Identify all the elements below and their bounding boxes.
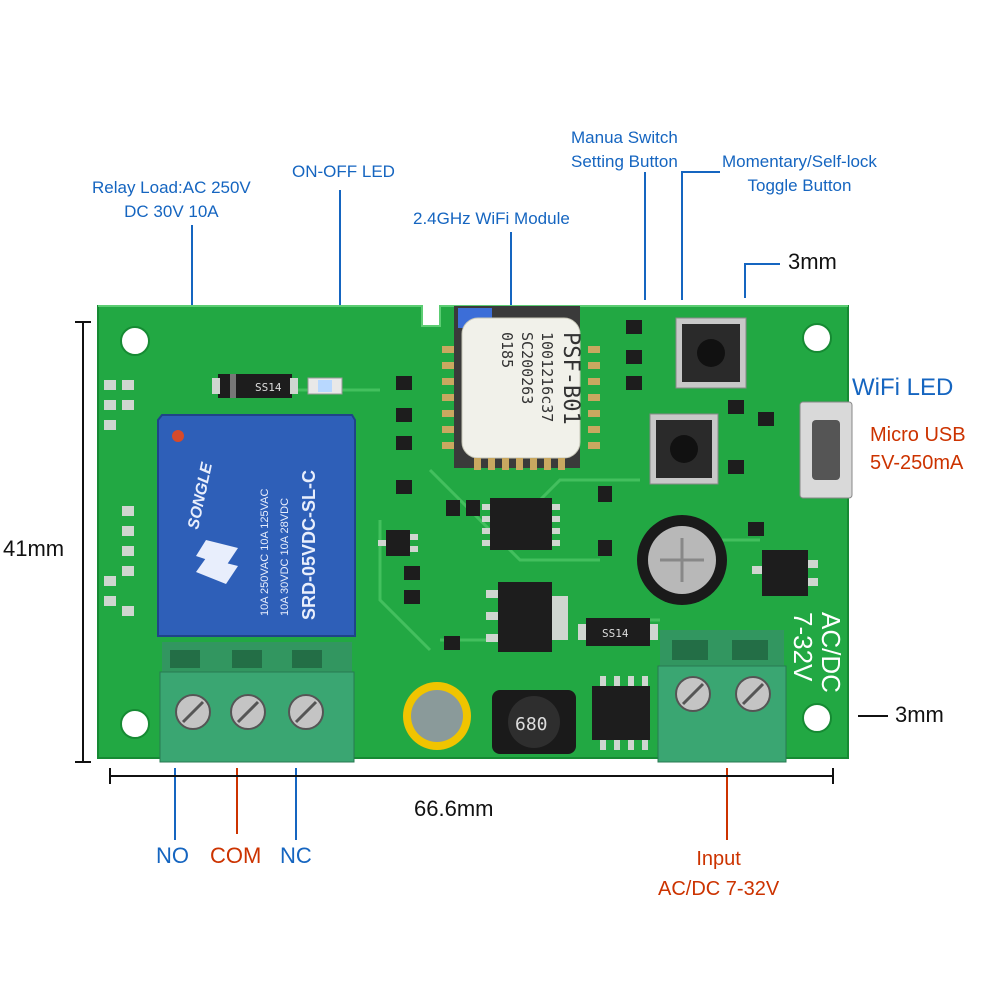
relay-output-terminal — [159, 642, 355, 763]
input-terminal — [657, 630, 787, 763]
label-manual-switch: Manua Switch Setting Button — [571, 128, 678, 171]
capacitor-small — [403, 682, 471, 750]
module-marking-line4: 0185 — [498, 332, 516, 368]
diode-ss14-bottom: SS14 — [578, 618, 658, 646]
mounting-hole — [802, 323, 832, 353]
smd-components — [396, 320, 774, 650]
module-marking-line1: PSF-B01 — [558, 332, 583, 425]
label-input: Input AC/DC 7-32V — [658, 848, 780, 900]
manual-switch-setting-button[interactable] — [675, 317, 747, 389]
leader-toggle-button — [681, 171, 720, 300]
inductor: 680 — [492, 690, 576, 754]
on-off-led — [307, 377, 343, 395]
mounting-hole — [802, 703, 832, 733]
relay: SONGLE SRD-05VDC-SL-C 10A 250VAC 10A 125… — [157, 414, 356, 637]
label-wifi-led: WiFi LED — [852, 374, 954, 401]
silkscreen-input-range: AC/DC 7-32V — [788, 612, 846, 693]
mounting-hole — [120, 709, 150, 739]
voltage-regulator — [486, 582, 568, 652]
label-wifi-module: 2.4GHz WiFi Module — [413, 209, 570, 228]
label-nc: NC — [280, 843, 312, 868]
label-3mm-right: 3mm — [895, 702, 944, 727]
silkscreen-line2: 7-32V — [788, 612, 818, 682]
diode-marking: SS14 — [255, 381, 282, 394]
silkscreen-line1: AC/DC — [816, 612, 846, 693]
label-3mm-top: 3mm — [788, 249, 837, 274]
wifi-module: PSF-B01 1001216c37 SC200263 0185 — [442, 306, 600, 470]
leader-3mm-top — [744, 263, 780, 298]
label-no: NO — [156, 843, 189, 868]
transistor — [378, 530, 418, 556]
relay-rating-b: 10A 30VDC 10A 28VDC — [279, 498, 291, 616]
relay-model: SRD-05VDC-SL-C — [299, 470, 319, 620]
inductor-marking: 680 — [515, 714, 548, 735]
ic-chip — [482, 498, 560, 550]
module-marking-line3: SC200263 — [518, 332, 536, 404]
relay-rating-a: 10A 250VAC 10A 125VAC — [259, 489, 271, 616]
label-micro-usb: Micro USB 5V-250mA — [870, 424, 966, 474]
diode-ss14-top: SS14 — [212, 374, 298, 398]
label-width: 66.6mm — [414, 796, 494, 821]
label-relay-load: Relay Load:AC 250V DC 30V 10A — [92, 178, 251, 221]
label-toggle-button: Momentary/Self-lock Toggle Button — [722, 152, 877, 195]
ic-chip-input — [592, 676, 650, 750]
mosfet — [752, 550, 818, 596]
label-height: 41mm — [3, 536, 65, 561]
module-marking-line2: 1001216c37 — [538, 332, 556, 422]
diode-marking: SS14 — [602, 627, 629, 640]
capacitor-large — [637, 515, 727, 605]
mounting-hole — [120, 326, 150, 356]
label-on-off-led: ON-OFF LED — [292, 162, 395, 181]
label-com: COM — [210, 843, 262, 868]
toggle-button[interactable] — [649, 413, 719, 485]
micro-usb-port[interactable] — [799, 401, 853, 499]
